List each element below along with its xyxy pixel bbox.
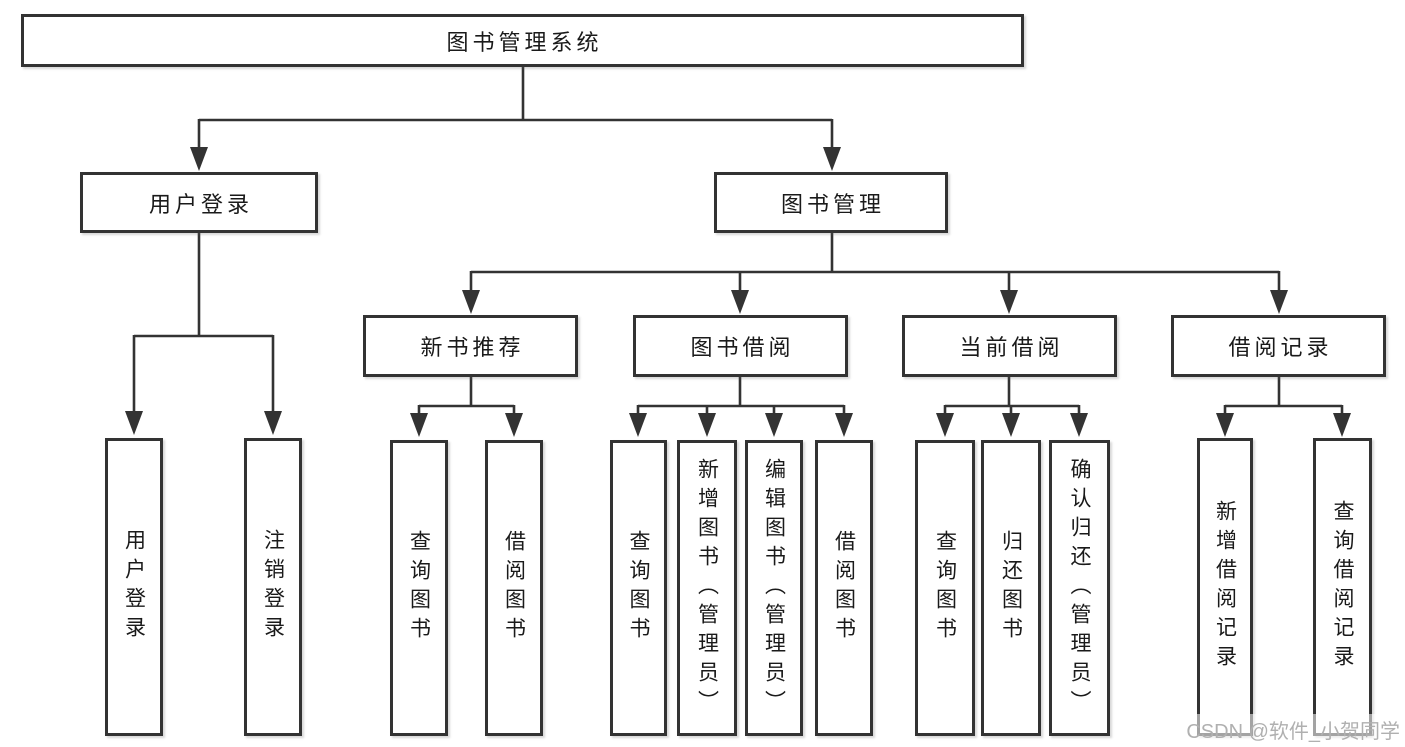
leaf-borrow-borrow-books-label: 借阅图书 — [832, 530, 856, 646]
node-book-management-label: 图书管理 — [780, 191, 885, 217]
node-borrow-records: 借阅记录 — [1171, 315, 1386, 377]
csdn-watermark: CSDN @软件_小贺同学 — [1184, 714, 1402, 745]
leaf-logout-label: 注销登录 — [261, 529, 285, 645]
arrowheads — [125, 147, 1351, 437]
leaf-user-login: 用户登录 — [105, 438, 163, 736]
leaf-recommend-query-books: 查询图书 — [390, 440, 448, 736]
leaf-recommend-borrow-books-label: 借阅图书 — [502, 530, 526, 646]
leaf-current-return-books: 归还图书 — [981, 440, 1041, 736]
leaf-current-query-books: 查询图书 — [915, 440, 975, 736]
leaf-records-add-record-label: 新增借阅记录 — [1213, 500, 1237, 674]
leaf-current-confirm-return-admin-label: 确认归还（管理员） — [1068, 457, 1091, 719]
leaf-current-query-books-label: 查询图书 — [933, 530, 957, 646]
leaf-recommend-borrow-books: 借阅图书 — [485, 440, 543, 736]
node-book-borrow-label: 图书借阅 — [690, 335, 795, 360]
node-book-borrow: 图书借阅 — [633, 315, 848, 377]
node-borrow-records-label: 借阅记录 — [1228, 335, 1333, 360]
leaf-user-login-label: 用户登录 — [122, 529, 146, 645]
node-system-root: 图书管理系统 — [21, 14, 1024, 67]
leaf-records-query-record: 查询借阅记录 — [1313, 438, 1372, 736]
node-user-login-label: 用户登录 — [148, 191, 253, 217]
node-book-management: 图书管理 — [714, 172, 948, 233]
leaf-borrow-query-books: 查询图书 — [610, 440, 667, 736]
leaf-borrow-add-books-admin: 新增图书（管理员） — [677, 440, 737, 736]
leaf-current-return-books-label: 归还图书 — [999, 530, 1023, 646]
node-new-book-recommend: 新书推荐 — [363, 315, 578, 377]
leaf-records-add-record: 新增借阅记录 — [1197, 438, 1253, 736]
leaf-records-query-record-label: 查询借阅记录 — [1331, 500, 1354, 674]
leaf-borrow-borrow-books: 借阅图书 — [815, 440, 873, 736]
leaf-current-confirm-return-admin: 确认归还（管理员） — [1049, 440, 1110, 736]
node-user-login: 用户登录 — [80, 172, 318, 233]
leaf-logout: 注销登录 — [244, 438, 302, 736]
leaf-borrow-edit-books-admin: 编辑图书（管理员） — [745, 440, 803, 736]
leaf-borrow-add-books-admin-label: 新增图书（管理员） — [695, 457, 719, 719]
node-current-borrow: 当前借阅 — [902, 315, 1117, 377]
leaf-recommend-query-books-label: 查询图书 — [407, 530, 431, 646]
node-system-root-label: 图书管理系统 — [446, 29, 603, 55]
leaf-borrow-query-books-label: 查询图书 — [627, 530, 650, 646]
node-current-borrow-label: 当前借阅 — [959, 335, 1064, 360]
leaf-borrow-edit-books-admin-label: 编辑图书（管理员） — [762, 457, 786, 719]
node-new-book-recommend-label: 新书推荐 — [420, 335, 525, 360]
